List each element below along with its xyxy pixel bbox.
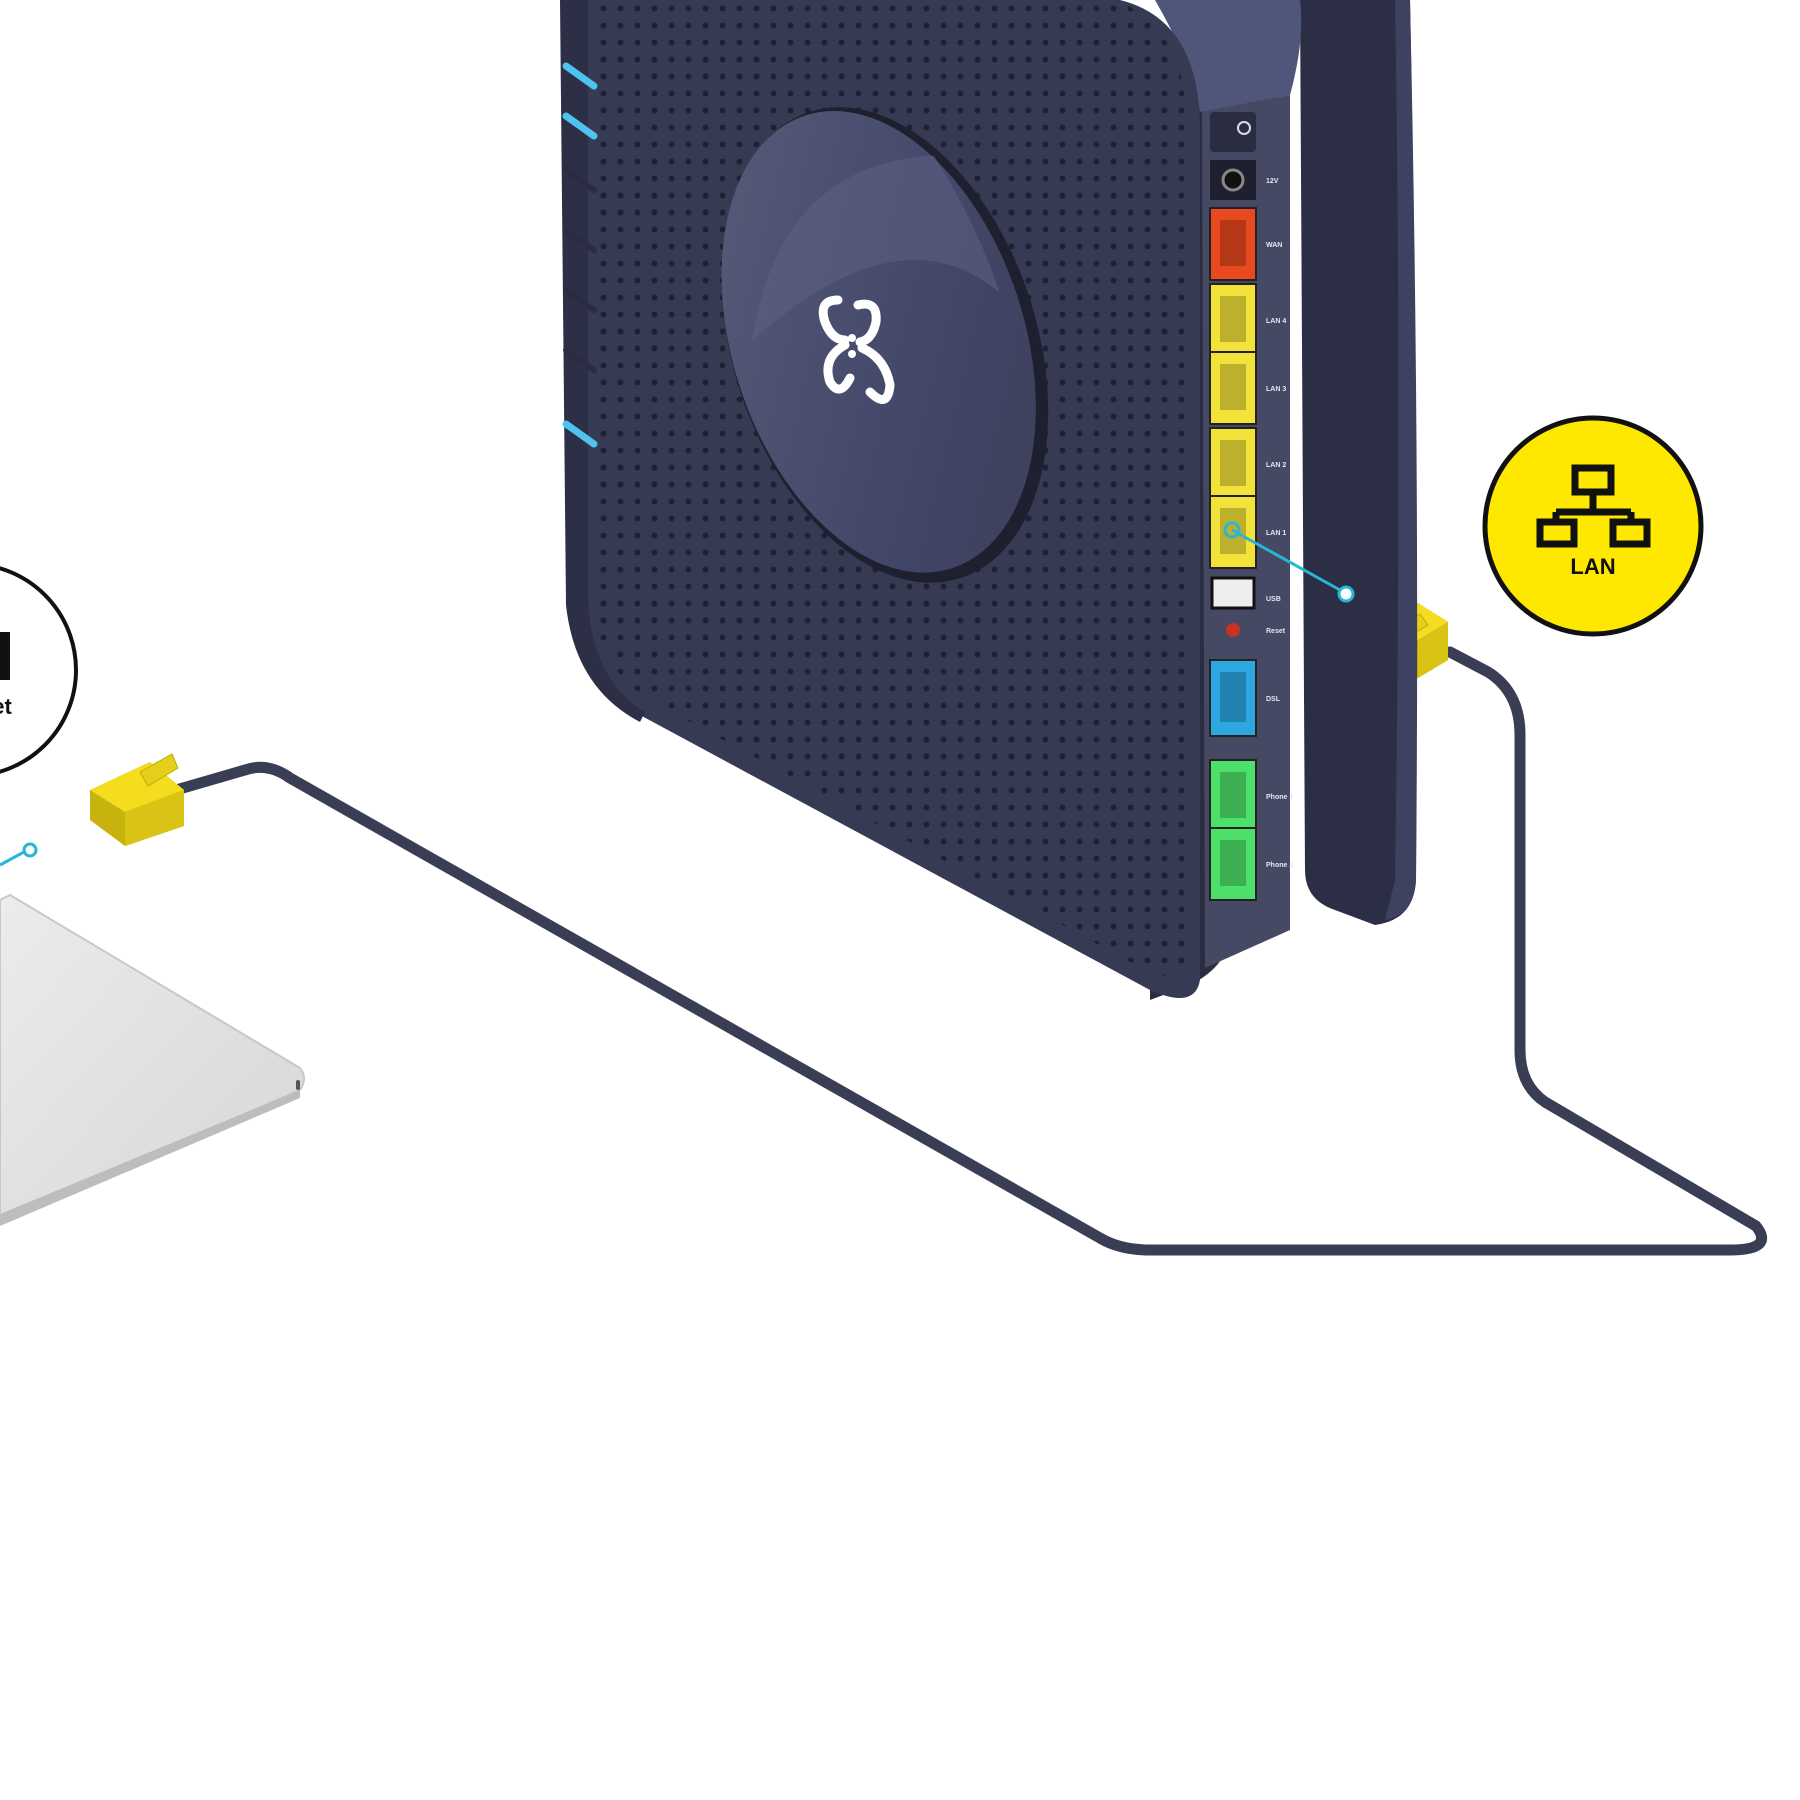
router <box>560 0 1418 1000</box>
port-lan3-body <box>1209 351 1257 425</box>
port-phone1: Phone 1 <box>1209 759 1293 833</box>
laptop <box>0 893 305 1226</box>
port-phone2-body <box>1209 827 1257 901</box>
rj45-connector-laptop <box>90 753 184 846</box>
port-reset-label: Reset <box>1266 628 1286 635</box>
port-lan2: LAN 2 <box>1209 427 1286 501</box>
port-wan-body <box>1209 207 1257 281</box>
status-leds <box>562 62 598 448</box>
port-dsl-body <box>1209 659 1257 737</box>
port-lan1-label: LAN 1 <box>1266 530 1286 537</box>
port-power-label: 12V <box>1266 178 1279 185</box>
port-wan: WAN <box>1209 207 1282 281</box>
lan-port-pointer <box>1223 521 1355 603</box>
port-wan-socket <box>1220 220 1246 266</box>
port-dsl-socket <box>1220 672 1246 722</box>
port-lan2-socket <box>1220 440 1246 486</box>
port-lan4: LAN 4 <box>1209 283 1286 357</box>
port-lan2-label: LAN 2 <box>1266 462 1286 469</box>
brand-logo <box>818 295 895 404</box>
network-icon <box>1536 464 1651 548</box>
port-power: 12V <box>1210 160 1279 200</box>
router-disc <box>721 107 1049 583</box>
port-reset: Reset <box>1226 623 1286 637</box>
port-dsl: DSL <box>1209 659 1281 737</box>
ethernet-cable <box>170 646 1767 1256</box>
port-usb-body <box>1210 576 1256 610</box>
port-lan3-label: LAN 3 <box>1266 386 1286 393</box>
port-dsl-label: DSL <box>1266 696 1281 703</box>
port-phone2-socket <box>1220 840 1246 886</box>
port-lan4-label: LAN 4 <box>1266 318 1286 325</box>
port-reset-button <box>1226 623 1240 637</box>
port-usb-label: USB <box>1266 596 1281 603</box>
port-phone2-label: Phone 2 <box>1266 862 1293 869</box>
port-lan4-body <box>1209 283 1257 357</box>
power-switch-on-icon <box>1237 121 1251 135</box>
port-lan4-socket <box>1220 296 1246 342</box>
port-phone1-socket <box>1220 772 1246 818</box>
port-wan-label: WAN <box>1266 242 1282 249</box>
ethernet-port-icon <box>0 632 10 680</box>
port-power-socket <box>1221 168 1245 192</box>
port-lan3-socket <box>1220 364 1246 410</box>
lan-badge: LAN <box>1482 415 1704 637</box>
port-phone1-label: Phone 1 <box>1266 794 1293 801</box>
lan-badge-label: LAN <box>1570 554 1615 579</box>
ethernet-badge-label: et <box>0 694 12 719</box>
laptop-port-pointer <box>0 842 38 867</box>
port-lan2-body <box>1209 427 1257 501</box>
ethernet-badge: et <box>0 566 78 774</box>
port-phone2: Phone 2 <box>1209 827 1293 901</box>
port-lan3: LAN 3 <box>1209 351 1286 425</box>
port-usb: USB <box>1210 576 1281 610</box>
